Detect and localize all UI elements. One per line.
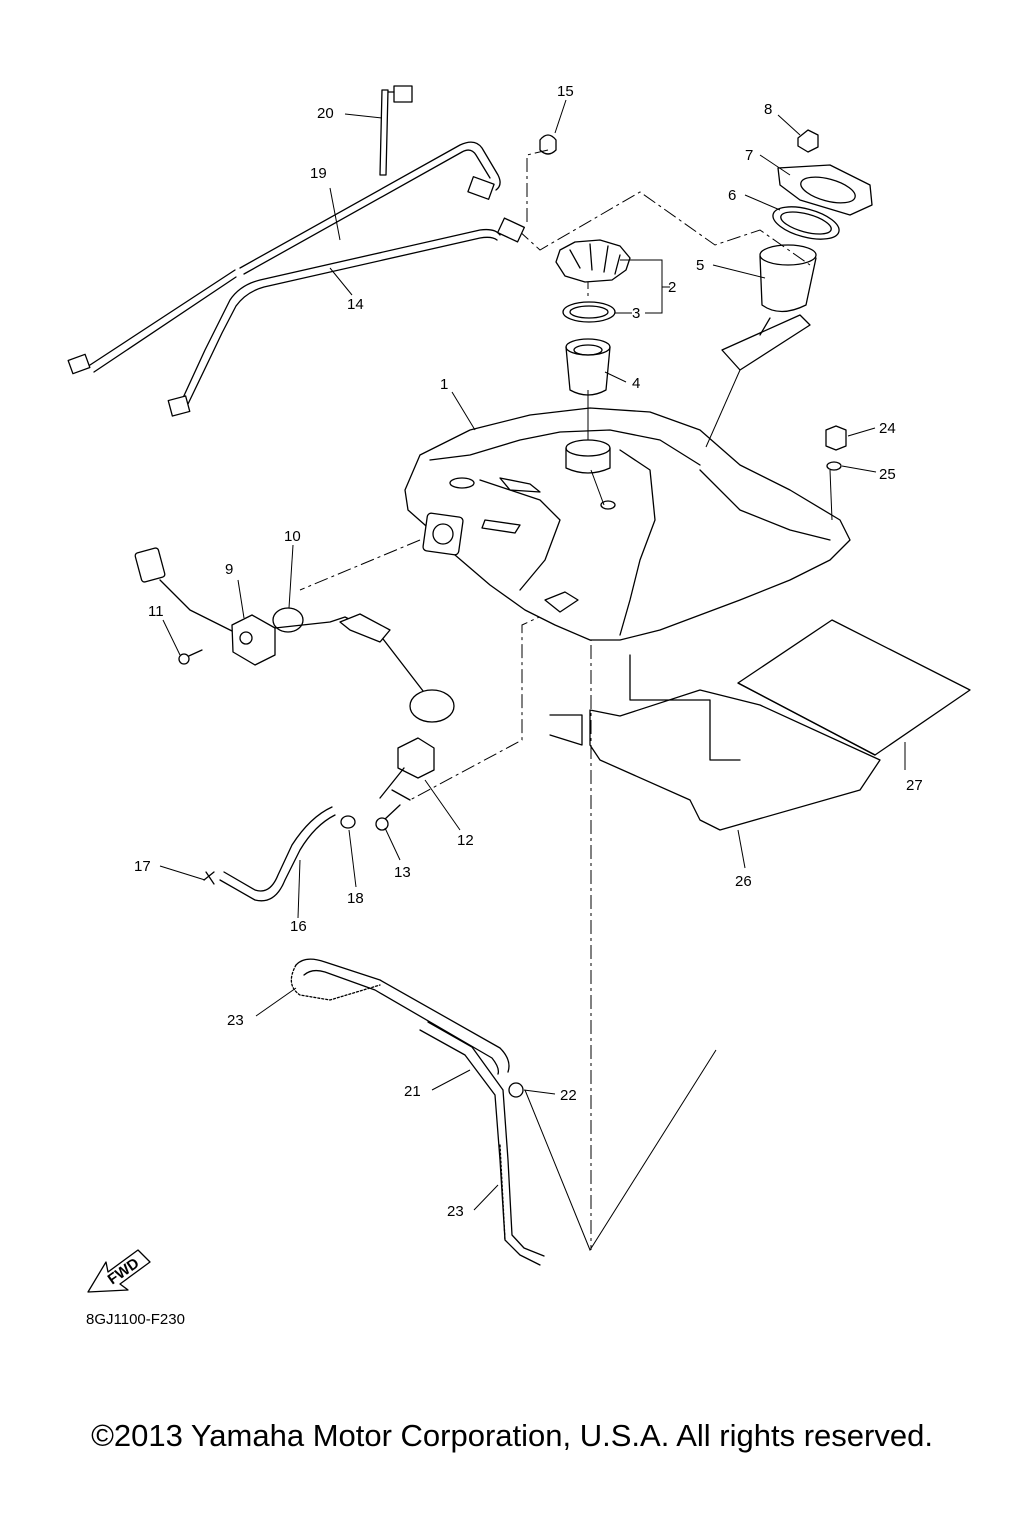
callout-23-lower: 23	[447, 1203, 464, 1220]
sheet-27	[737, 619, 971, 756]
callout-15: 15	[557, 83, 574, 100]
callout-10: 10	[284, 528, 301, 545]
harness-lead-19	[67, 141, 501, 375]
fuel-cock-12	[379, 737, 435, 801]
fuel-sender-9	[134, 547, 276, 666]
callout-25: 25	[879, 466, 896, 483]
copyright-notice: ©2013 Yamaha Motor Corporation, U.S.A. A…	[91, 1418, 933, 1453]
callout-labels: 1 2 3 4 5 6 7 8 9 10 11 12 13 14 15 16 1…	[134, 83, 923, 1220]
fuel-tank-exploded-diagram: 1 2 3 4 5 6 7 8 9 10 11 12 13 14 15 16 1…	[67, 83, 971, 1328]
callout-4: 4	[632, 375, 640, 392]
callout-12: 12	[457, 832, 474, 849]
callout-8: 8	[764, 101, 772, 118]
callout-9: 9	[225, 561, 233, 578]
diagram-code: 8GJ1100-F230	[86, 1311, 185, 1328]
breather-hose-14	[167, 217, 526, 417]
fuel-hose-16	[219, 806, 336, 902]
band-20	[379, 85, 413, 176]
pump-plate-7	[777, 164, 873, 216]
screw-13	[375, 804, 401, 831]
callout-5: 5	[696, 257, 704, 274]
screw-11	[178, 649, 203, 665]
o-ring-10	[272, 607, 304, 633]
callout-17: 17	[134, 858, 151, 875]
fuel-pump-5	[721, 244, 817, 371]
callout-1: 1	[440, 376, 448, 393]
clamp-15	[539, 134, 557, 155]
sender-float	[274, 613, 455, 723]
callout-27: 27	[906, 777, 923, 794]
callout-18: 18	[347, 890, 364, 907]
callout-14: 14	[347, 296, 364, 313]
nut-8	[797, 129, 819, 153]
hose-protector-23	[290, 964, 506, 1241]
callout-26: 26	[735, 873, 752, 890]
callout-13: 13	[394, 864, 411, 881]
drain-bolt-24	[825, 425, 847, 451]
callout-11: 11	[148, 603, 164, 620]
assembly-lines	[299, 149, 811, 1250]
pump-gasket-6	[772, 206, 840, 240]
clip-17	[203, 871, 215, 885]
callout-24: 24	[879, 420, 896, 437]
fuel-tank-1	[404, 407, 851, 641]
callout-21: 21	[404, 1083, 421, 1100]
strainer-4	[565, 338, 611, 396]
callout-7: 7	[745, 147, 753, 164]
callout-3: 3	[632, 305, 640, 322]
callout-22: 22	[560, 1087, 577, 1104]
joint-22	[508, 1082, 524, 1098]
callout-16: 16	[290, 918, 307, 935]
washer-25	[826, 461, 842, 471]
breather-hose-21	[295, 958, 545, 1266]
callout-6: 6	[728, 187, 736, 204]
damper-26	[549, 654, 881, 831]
leader-lines	[159, 99, 906, 1252]
clamp-18	[340, 815, 356, 829]
cap-gasket-3	[562, 301, 616, 323]
tank-cap-2	[555, 239, 631, 283]
callout-19: 19	[310, 165, 327, 182]
callout-20: 20	[317, 105, 334, 122]
callout-2: 2	[668, 279, 676, 296]
callout-23: 23	[227, 1012, 244, 1029]
fwd-arrow: FWD	[87, 1249, 151, 1293]
